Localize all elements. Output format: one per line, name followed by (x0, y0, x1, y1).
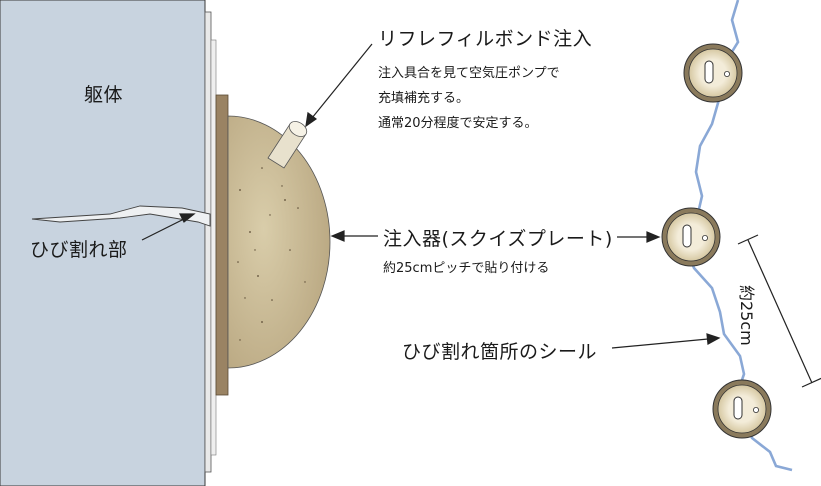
leader-crack (141, 213, 196, 241)
crack-shape (31, 205, 211, 227)
label-seal: ひび割れ箇所のシール (402, 341, 598, 363)
label-bond-title: リフレフィルボンド注入 (378, 28, 593, 50)
concrete-body (0, 0, 206, 486)
leader-seal (611, 333, 721, 349)
injection-nozzle (267, 121, 308, 169)
injector-bottom (712, 379, 772, 439)
injector-top (683, 43, 743, 103)
surface-layers (204, 11, 229, 473)
label-crack: ひび割れ部 (30, 239, 128, 261)
injector-dome (227, 115, 331, 369)
label-bond-note-2: 充填補充する。 (378, 91, 470, 106)
label-bond-note-1: 注入具合を見て空気圧ポンプで (378, 66, 560, 81)
label-injector-note: 約25cmピッチで貼り付ける (383, 261, 550, 276)
label-body: 躯体 (84, 84, 124, 106)
leader-injector-left (330, 230, 378, 242)
label-pitch: 約25cm (737, 285, 756, 346)
label-injector: 注入器(スクイズプレート) (383, 228, 613, 250)
injector-middle (661, 207, 721, 267)
label-bond-note-3: 通常20分程度で安定する。 (378, 116, 538, 131)
pitch-dimension-line (737, 234, 821, 388)
leader-bond (305, 43, 373, 128)
leader-injector-right (617, 231, 661, 243)
dome-texture (237, 167, 306, 341)
